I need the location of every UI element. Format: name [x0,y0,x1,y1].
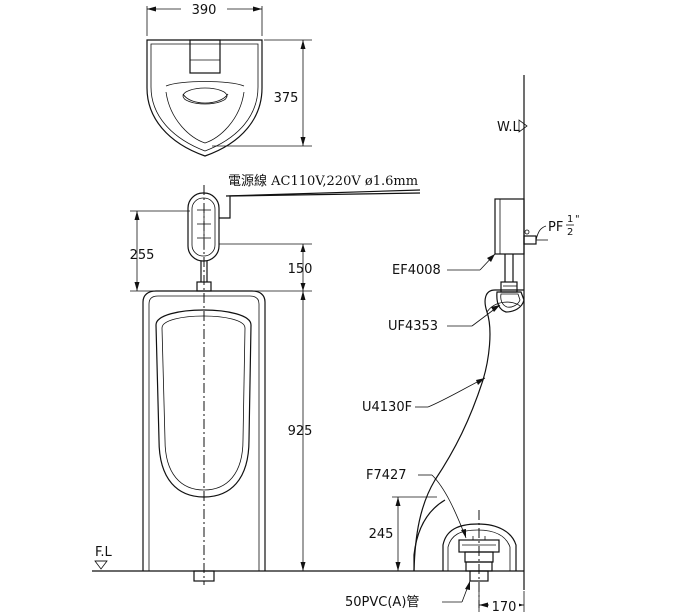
sensor-flush-unit [187,192,220,262]
power-cable-label: 電源線 AC110V,220V ø1.6mm [228,173,418,189]
drain-pipe-label: 50PVC(A)管 [345,595,419,610]
sensor-height-dimension: 255 [130,248,155,263]
drain-offset-dimension: 170 [492,600,517,615]
front-view: 電源線 AC110V,220V ø1.6mm 255 150 925 [92,173,524,585]
top-width-dimension: 390 [192,3,217,18]
urinal-front-body [142,290,266,571]
top-view: 390 375 [146,2,312,157]
drain-trap [442,523,517,571]
supply-pipe-denominator: 2 [567,227,573,238]
flush-valve-label: EF4008 [392,263,441,278]
drain-height-dimension: 245 [369,527,394,542]
svg-text:PF: PF [548,220,563,235]
urinal-height-dimension: 925 [288,424,313,439]
spud-connector [496,291,525,313]
urinal-side-body [413,289,524,572]
supply-pipe-numerator: 1 [567,214,573,225]
urinal-label: U4130F [362,400,412,415]
side-view: W.L PF 1 2 " EF4008 UF4353 [345,75,580,615]
sensor-gap-dimension: 150 [288,262,313,277]
supply-pipe-prefix: PF [548,220,563,235]
trap-label: F7427 [366,468,407,483]
spud-label: UF4353 [388,319,438,334]
supply-pipe-unit: " [575,214,580,225]
power-cable [219,192,421,219]
water-level-label: W.L [497,120,520,135]
flush-valve-box [494,198,525,255]
floor-level-label: F.L [95,545,113,560]
top-depth-dimension: 375 [274,91,299,106]
